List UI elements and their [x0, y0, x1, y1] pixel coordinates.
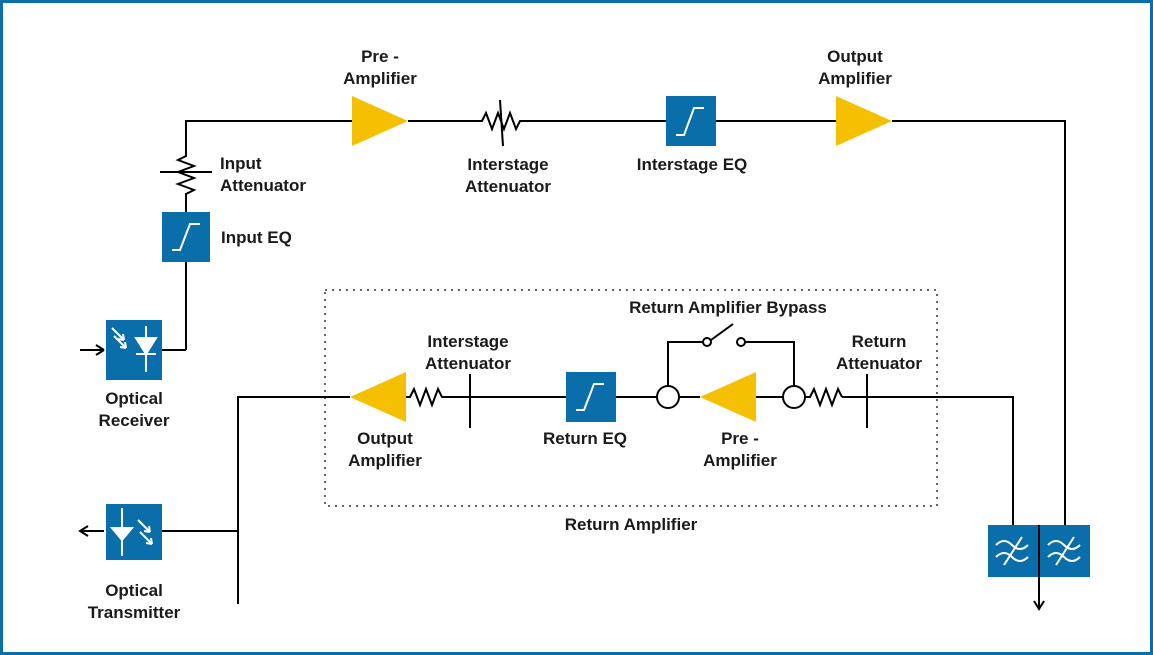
input-attenuator-label-1: Input	[220, 154, 262, 173]
return-bypass-label: Return Amplifier Bypass	[629, 298, 827, 317]
optical-transmitter-label-1: Optical	[105, 581, 163, 600]
pre-amplifier-triangle	[352, 96, 408, 146]
interstage-attenuator-label-2: Attenuator	[465, 177, 551, 196]
return-attenuator-label-1: Return	[852, 332, 907, 351]
interstage-attenuator-label-1: Interstage	[467, 155, 548, 174]
return-eq-label: Return EQ	[543, 429, 627, 448]
interstage-eq-label: Interstage EQ	[637, 155, 748, 174]
filter-icon	[995, 536, 1029, 566]
output-amplifier-label-2: Amplifier	[818, 69, 892, 88]
return-output-amplifier-label-2: Amplifier	[348, 451, 422, 470]
bypass-switch	[656, 323, 806, 409]
pre-amplifier-label-2: Amplifier	[343, 69, 417, 88]
return-eq-block	[566, 372, 616, 422]
return-pre-amplifier-triangle	[700, 372, 756, 422]
return-interstage-attenuator-label-1: Interstage	[427, 332, 508, 351]
input-eq-label: Input EQ	[221, 228, 292, 247]
optical-transmitter-label-2: Transmitter	[88, 603, 181, 622]
forward-wiring	[162, 120, 1066, 525]
optical-receiver	[80, 320, 162, 380]
interstage-eq-block	[666, 96, 716, 146]
laser-diode-icon	[109, 508, 153, 556]
optical-receiver-label-1: Optical	[105, 389, 163, 408]
return-pre-amplifier-label-2: Amplifier	[703, 451, 777, 470]
return-attenuator-label-2: Attenuator	[836, 354, 922, 373]
return-wiring	[162, 341, 1014, 604]
filter-icon	[1047, 536, 1081, 566]
interstage-attenuator	[478, 99, 526, 147]
optical-receiver-label-2: Receiver	[99, 411, 170, 430]
return-pre-amplifier-label-1: Pre -	[721, 429, 759, 448]
output-amplifier-triangle	[836, 96, 892, 146]
return-interstage-attenuator-label-2: Attenuator	[425, 354, 511, 373]
input-attenuator	[160, 152, 212, 198]
photodiode-icon	[111, 326, 158, 372]
optical-transmitter	[78, 504, 162, 560]
return-output-amplifier-label-1: Output	[357, 429, 413, 448]
input-eq-block	[162, 212, 210, 262]
diplex-filter	[988, 525, 1090, 611]
input-attenuator-label-2: Attenuator	[220, 176, 306, 195]
return-amplifier-group-label: Return Amplifier	[565, 515, 698, 534]
return-attenuator	[805, 374, 868, 428]
return-interstage-attenuator	[406, 374, 471, 428]
return-output-amplifier-triangle	[350, 372, 406, 422]
output-amplifier-label-1: Output	[827, 47, 883, 66]
pre-amplifier-label-1: Pre -	[361, 47, 399, 66]
